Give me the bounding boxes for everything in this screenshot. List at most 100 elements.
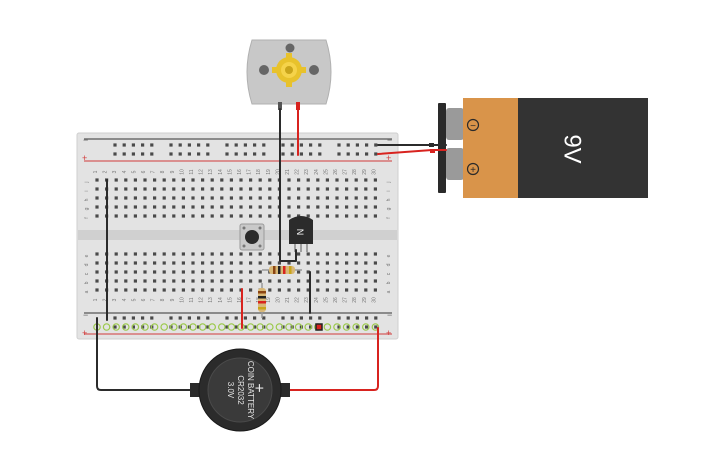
terminal-hole[interactable] bbox=[287, 252, 291, 256]
rail-hole[interactable] bbox=[225, 143, 229, 147]
rail-hole[interactable] bbox=[197, 325, 201, 329]
rail-hole[interactable] bbox=[150, 143, 154, 147]
terminal-hole[interactable] bbox=[114, 214, 118, 218]
terminal-hole[interactable] bbox=[287, 288, 291, 292]
rail-hole[interactable] bbox=[234, 325, 238, 329]
terminal-hole[interactable] bbox=[297, 279, 301, 283]
terminal-hole[interactable] bbox=[335, 187, 339, 191]
rail-hole[interactable] bbox=[281, 143, 285, 147]
terminal-hole[interactable] bbox=[268, 279, 272, 283]
terminal-hole[interactable] bbox=[162, 270, 166, 274]
rail-hole[interactable] bbox=[150, 152, 154, 156]
terminal-hole[interactable] bbox=[133, 214, 137, 218]
terminal-hole[interactable] bbox=[345, 279, 349, 283]
terminal-hole[interactable] bbox=[325, 252, 329, 256]
terminal-hole[interactable] bbox=[201, 270, 205, 274]
terminal-hole[interactable] bbox=[191, 187, 195, 191]
rail-hole[interactable] bbox=[355, 316, 359, 320]
rail-hole[interactable] bbox=[131, 325, 135, 329]
wire-motor-black[interactable] bbox=[279, 108, 297, 262]
terminal-hole[interactable] bbox=[153, 214, 157, 218]
terminal-hole[interactable] bbox=[133, 270, 137, 274]
terminal-hole[interactable] bbox=[172, 196, 176, 200]
terminal-hole[interactable] bbox=[335, 261, 339, 265]
terminal-hole[interactable] bbox=[162, 178, 166, 182]
terminal-hole[interactable] bbox=[373, 252, 377, 256]
terminal-hole[interactable] bbox=[191, 261, 195, 265]
terminal-hole[interactable] bbox=[345, 288, 349, 292]
terminal-hole[interactable] bbox=[297, 187, 301, 191]
terminal-hole[interactable] bbox=[191, 252, 195, 256]
terminal-hole[interactable] bbox=[191, 288, 195, 292]
terminal-hole[interactable] bbox=[268, 196, 272, 200]
terminal-hole[interactable] bbox=[239, 196, 243, 200]
terminal-hole[interactable] bbox=[133, 288, 137, 292]
rail-hole[interactable] bbox=[122, 152, 126, 156]
wire-coin-black[interactable] bbox=[96, 317, 197, 391]
terminal-hole[interactable] bbox=[201, 252, 205, 256]
terminal-hole[interactable] bbox=[133, 178, 137, 182]
terminal-hole[interactable] bbox=[124, 214, 128, 218]
terminal-hole[interactable] bbox=[325, 205, 329, 209]
terminal-hole[interactable] bbox=[210, 252, 214, 256]
rail-hole[interactable] bbox=[141, 316, 145, 320]
rail-hole[interactable] bbox=[355, 143, 359, 147]
terminal-hole[interactable] bbox=[345, 178, 349, 182]
terminal-hole[interactable] bbox=[364, 178, 368, 182]
terminal-hole[interactable] bbox=[95, 214, 99, 218]
terminal-hole[interactable] bbox=[95, 279, 99, 283]
terminal-hole[interactable] bbox=[345, 205, 349, 209]
rail-hole[interactable] bbox=[299, 152, 303, 156]
terminal-hole[interactable] bbox=[287, 178, 291, 182]
rail-hole[interactable] bbox=[206, 316, 210, 320]
terminal-hole[interactable] bbox=[229, 270, 233, 274]
terminal-hole[interactable] bbox=[239, 270, 243, 274]
terminal-hole[interactable] bbox=[210, 214, 214, 218]
terminal-hole[interactable] bbox=[373, 187, 377, 191]
terminal-hole[interactable] bbox=[249, 214, 253, 218]
rail-hole[interactable] bbox=[281, 316, 285, 320]
resistor-vertical[interactable] bbox=[258, 283, 266, 318]
terminal-hole[interactable] bbox=[354, 205, 358, 209]
terminal-hole[interactable] bbox=[124, 288, 128, 292]
terminal-hole[interactable] bbox=[172, 288, 176, 292]
terminal-hole[interactable] bbox=[95, 270, 99, 274]
terminal-hole[interactable] bbox=[95, 205, 99, 209]
rail-hole[interactable] bbox=[225, 316, 229, 320]
terminal-hole[interactable] bbox=[335, 214, 339, 218]
terminal-hole[interactable] bbox=[191, 205, 195, 209]
terminal-hole[interactable] bbox=[229, 178, 233, 182]
terminal-hole[interactable] bbox=[229, 196, 233, 200]
rail-hole[interactable] bbox=[169, 152, 173, 156]
terminal-hole[interactable] bbox=[306, 178, 310, 182]
rail-hole[interactable] bbox=[169, 316, 173, 320]
terminal-hole[interactable] bbox=[210, 261, 214, 265]
terminal-hole[interactable] bbox=[325, 187, 329, 191]
terminal-hole[interactable] bbox=[364, 288, 368, 292]
terminal-hole[interactable] bbox=[277, 279, 281, 283]
terminal-hole[interactable] bbox=[153, 252, 157, 256]
terminal-hole[interactable] bbox=[249, 279, 253, 283]
terminal-hole[interactable] bbox=[133, 252, 137, 256]
terminal-hole[interactable] bbox=[316, 214, 320, 218]
terminal-hole[interactable] bbox=[297, 252, 301, 256]
terminal-hole[interactable] bbox=[306, 187, 310, 191]
terminal-hole[interactable] bbox=[153, 288, 157, 292]
terminal-hole[interactable] bbox=[181, 187, 185, 191]
terminal-hole[interactable] bbox=[287, 196, 291, 200]
battery-9v[interactable]: − + 9V bbox=[438, 98, 648, 198]
terminal-hole[interactable] bbox=[335, 252, 339, 256]
rail-hole[interactable] bbox=[309, 152, 313, 156]
rail-hole[interactable] bbox=[234, 316, 238, 320]
terminal-hole[interactable] bbox=[143, 279, 147, 283]
terminal-hole[interactable] bbox=[354, 214, 358, 218]
terminal-hole[interactable] bbox=[191, 214, 195, 218]
terminal-hole[interactable] bbox=[325, 288, 329, 292]
terminal-hole[interactable] bbox=[172, 261, 176, 265]
rail-hole[interactable] bbox=[225, 152, 229, 156]
terminal-hole[interactable] bbox=[133, 196, 137, 200]
terminal-hole[interactable] bbox=[325, 214, 329, 218]
terminal-hole[interactable] bbox=[373, 279, 377, 283]
terminal-hole[interactable] bbox=[258, 252, 262, 256]
terminal-hole[interactable] bbox=[306, 288, 310, 292]
